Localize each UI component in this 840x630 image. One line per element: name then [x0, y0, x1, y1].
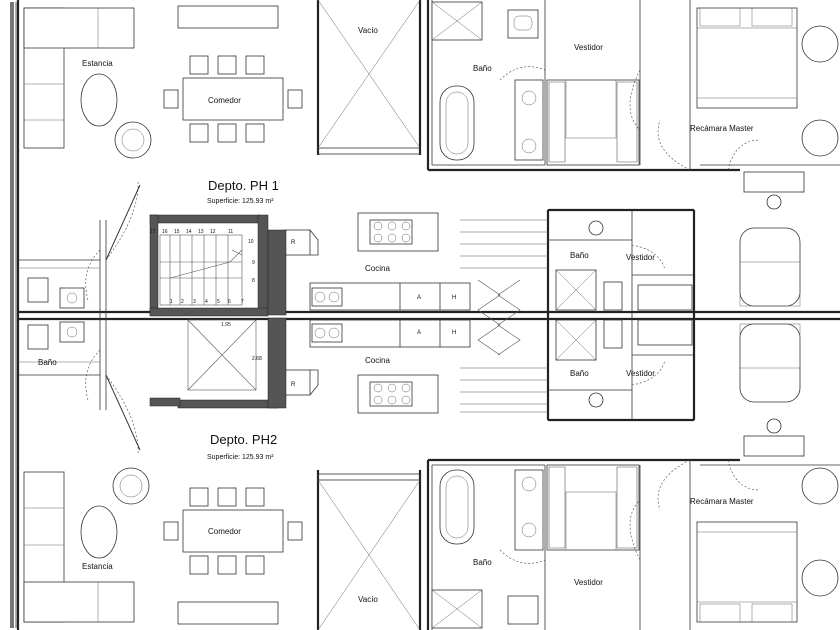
label-bano-core-bottom: Baño: [570, 369, 589, 378]
mark-washer-top: A: [417, 295, 421, 301]
mark-heater-bottom: H: [452, 330, 456, 336]
unit-title-ph2: Depto. PH2: [210, 432, 277, 447]
stair-step-15: 15: [174, 229, 180, 235]
stair-step-9: 9: [252, 260, 255, 266]
label-vacio-top: Vacío: [358, 26, 378, 35]
label-bano-master-bottom: Baño: [473, 558, 492, 567]
door-swings: [85, 66, 761, 564]
mark-washer-bottom: A: [417, 330, 421, 336]
label-vestidor-bottom: Vestidor: [574, 578, 603, 587]
stair-step-11: 11: [228, 229, 233, 235]
stair-step-3: 3: [193, 299, 196, 305]
half-bath-fixtures: [27, 277, 85, 350]
stair-step-8: 8: [252, 278, 255, 284]
label-recamara-top: Recámara Master: [690, 124, 754, 133]
unit-title-ph1: Depto. PH 1: [208, 178, 279, 193]
label-vacio-bottom: Vacío: [358, 595, 378, 604]
room-labels: Estancia Comedor Vacío Baño Vestidor Rec…: [38, 26, 754, 604]
service-stair: [460, 219, 548, 413]
stair-step-numbers: 17 16 15 14 13 12 11 10 9 8 7 6 5 4 3 2 1: [150, 229, 255, 305]
stove-top: [357, 212, 439, 252]
living-furniture-top: [23, 5, 303, 159]
stair-step-7: 7: [241, 299, 244, 305]
stair-step-4: 4: [205, 299, 208, 305]
label-bano-half: Baño: [38, 358, 57, 367]
stair-dim-1: 1.95: [221, 322, 231, 328]
label-vestidor-top: Vestidor: [574, 43, 603, 52]
master-suite-top: [431, 1, 839, 307]
unit-area-ph2: Superficie: 125.93 m²: [207, 454, 274, 461]
stair-step-1: 1: [170, 299, 173, 305]
void-area-bottom: [317, 473, 421, 630]
stair-dim-2: 2.68: [252, 356, 262, 362]
stair-step-5: 5: [217, 299, 220, 305]
mark-fridge-bottom: R: [291, 382, 296, 388]
label-cocina-top: Cocina: [365, 264, 390, 273]
mark-fridge-top: R: [291, 240, 296, 246]
master-suite-bottom: [431, 323, 839, 629]
stair-step-6: 6: [228, 299, 231, 305]
label-cocina-bottom: Cocina: [365, 356, 390, 365]
stair-step-17: 17: [150, 229, 156, 235]
unit-area-ph1: Superficie: 125.93 m²: [207, 198, 274, 205]
stair-step-2: 2: [181, 299, 184, 305]
stove-bottom: [357, 374, 439, 414]
label-bano-core-top: Baño: [570, 251, 589, 260]
living-furniture-bottom: [23, 467, 303, 625]
stair-step-16: 16: [162, 229, 168, 235]
mark-heater-top: H: [452, 295, 456, 301]
label-estancia-top: Estancia: [82, 59, 113, 68]
label-estancia-bottom: Estancia: [82, 562, 113, 571]
stair-step-10: 10: [248, 239, 254, 245]
exterior-walls: [10, 0, 840, 630]
label-vestidor-core-top: Vestidor: [626, 253, 655, 262]
label-comedor-bottom: Comedor: [208, 527, 241, 536]
stair-step-12: 12: [210, 229, 216, 235]
kitchen-sinks: [311, 287, 343, 343]
core-bath-fixtures: [555, 220, 693, 408]
void-area-top: [317, 0, 421, 155]
label-bano-master-top: Baño: [473, 64, 492, 73]
stair-core: [149, 214, 287, 409]
label-comedor-top: Comedor: [208, 96, 241, 105]
label-recamara-bottom: Recámara Master: [690, 497, 754, 506]
stair-step-14: 14: [186, 229, 192, 235]
label-vestidor-core-bottom: Vestidor: [626, 369, 655, 378]
stair-step-13: 13: [198, 229, 204, 235]
